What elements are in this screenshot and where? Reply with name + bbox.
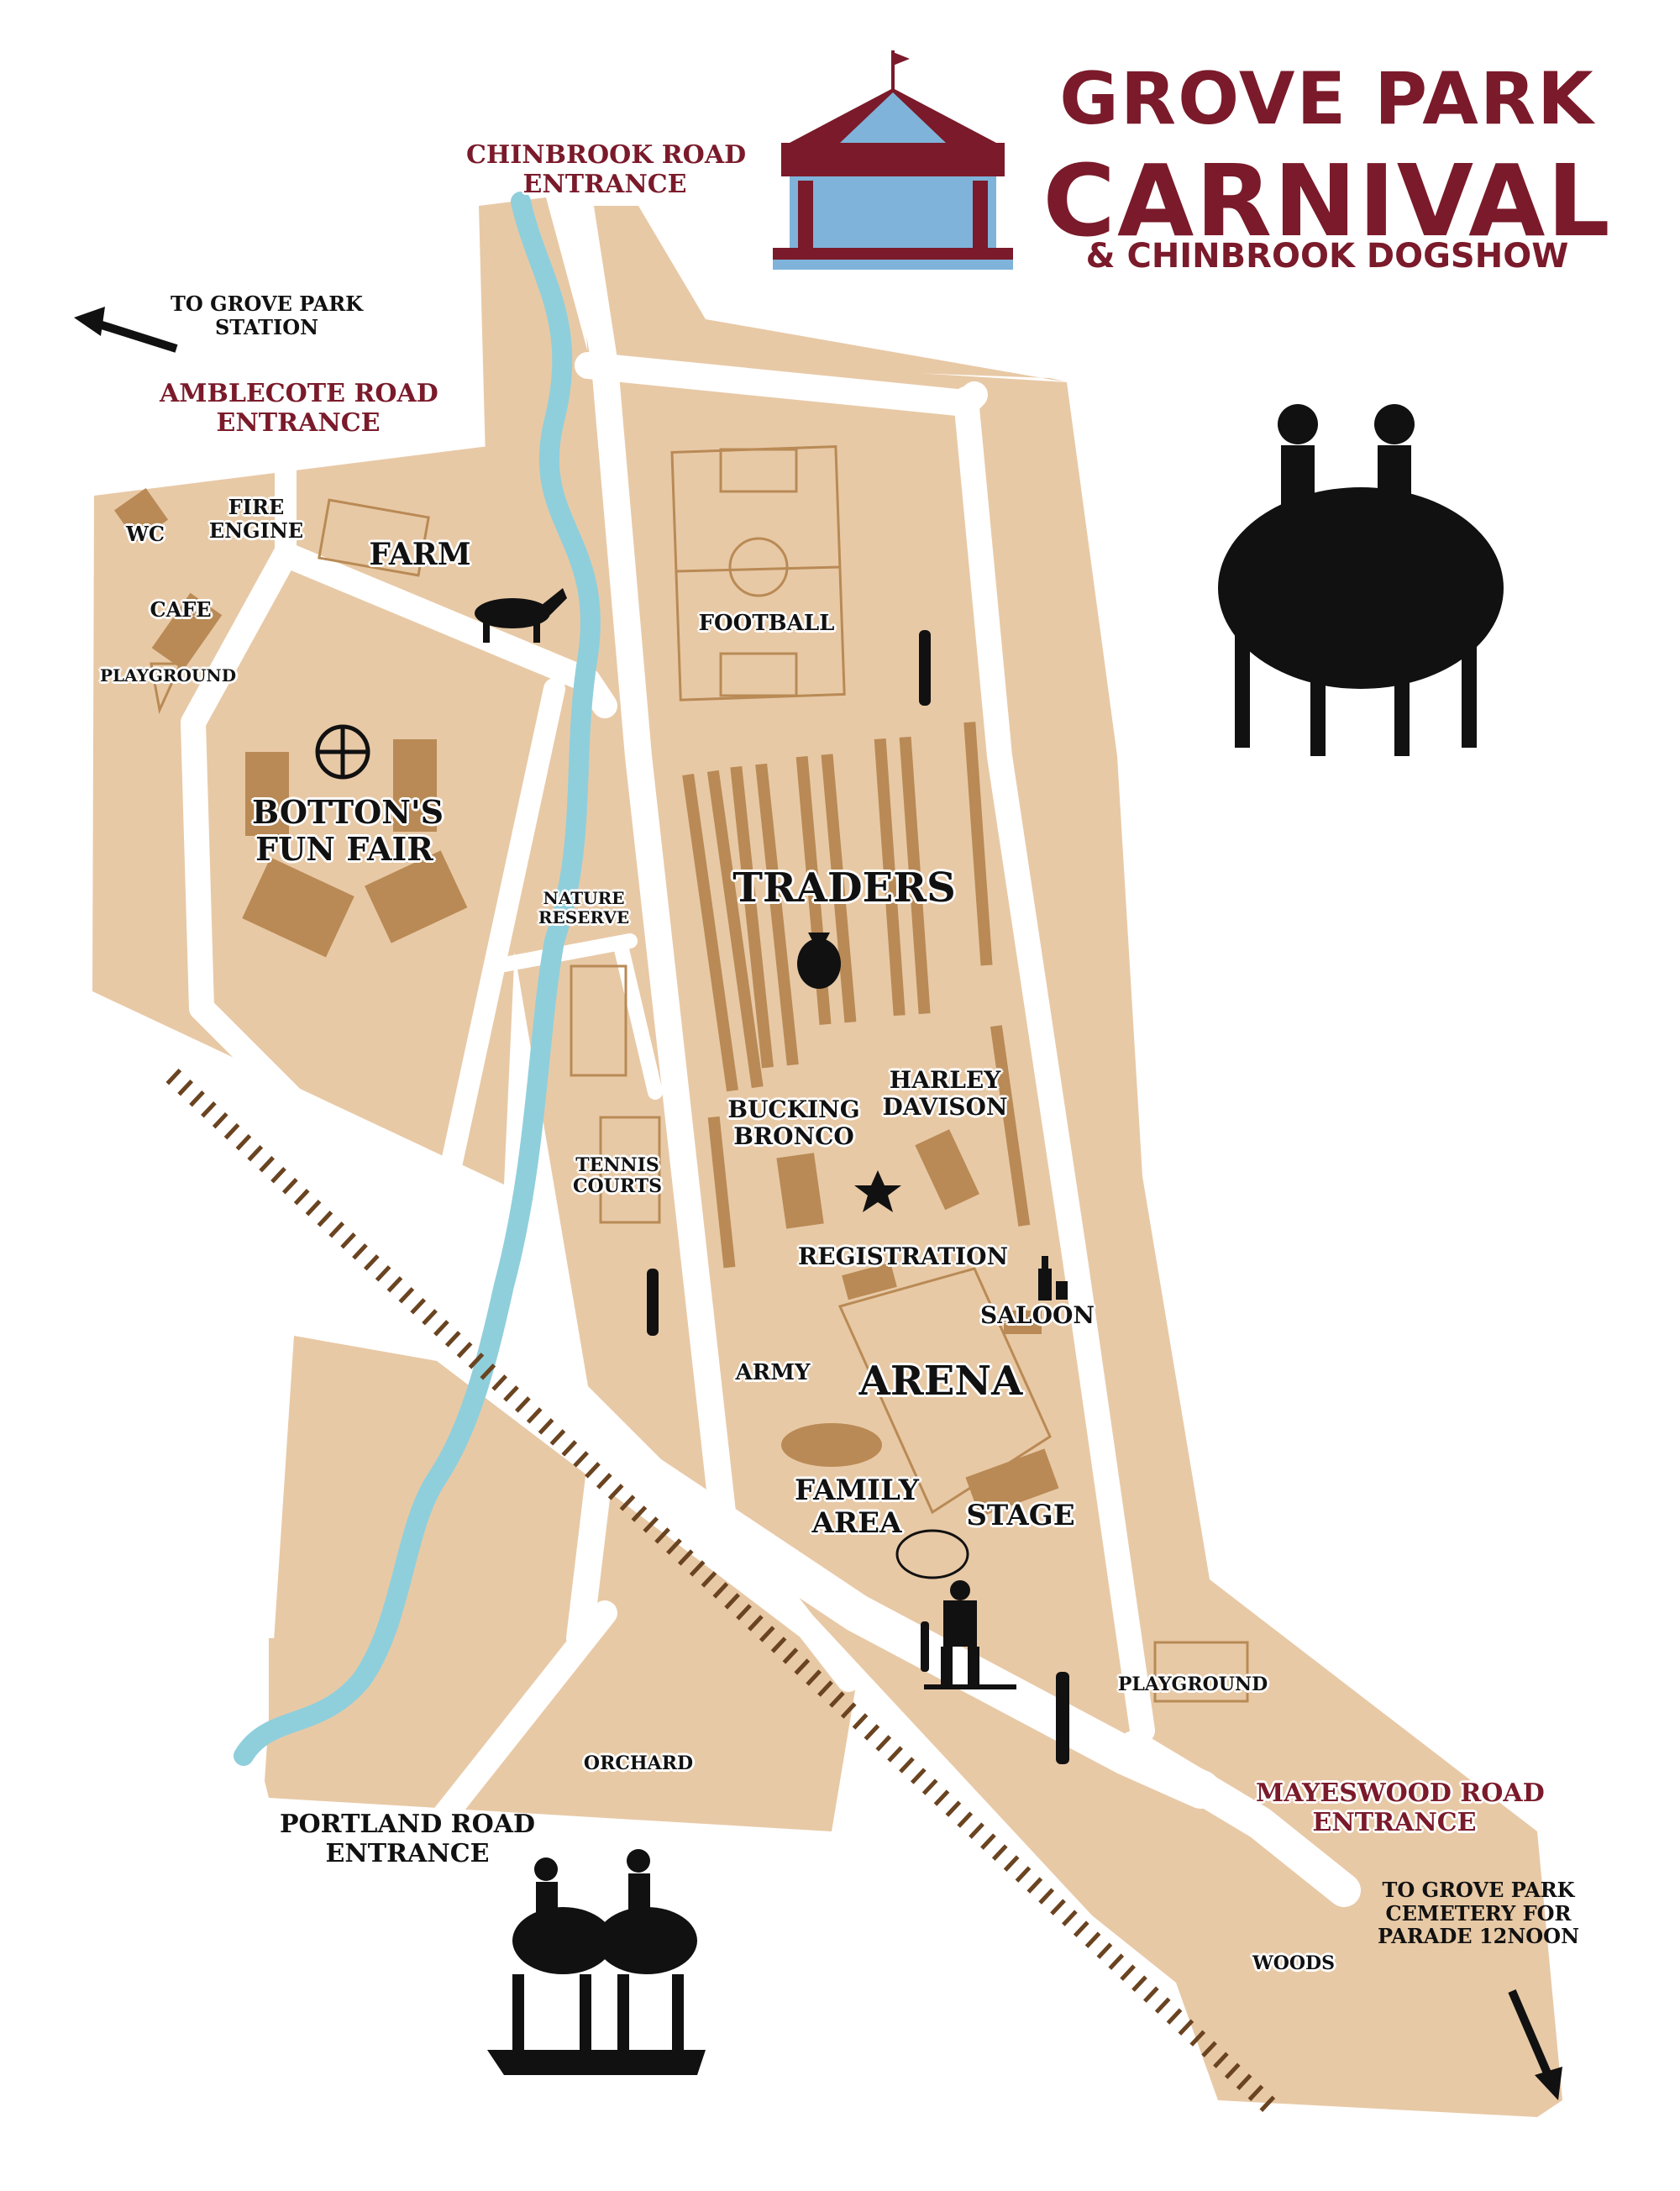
carousel-icon [773,50,1013,270]
football-pitch [670,445,846,701]
saloon-label: SALOON [979,1301,1095,1329]
cafe-label: CAFE [150,597,212,622]
orchard-label: ORCHARD [583,1752,694,1774]
army-label: ARMY [735,1360,811,1385]
saloon-bottle-icon [1038,1256,1068,1300]
horse-icon [475,588,567,643]
cowboys-silhouette-icon [487,1849,706,2075]
wc-label: WC [125,522,165,546]
money-bag-icon [797,933,841,989]
playground-se-label: PLAYGROUND [1117,1673,1268,1695]
title-line-1: GROVE PARK [1059,57,1595,141]
arrow-nw-icon [74,307,178,353]
sheriff-star-icon [854,1170,901,1212]
buildings [113,487,1059,1517]
woods-label: WOODS [1252,1952,1335,1974]
riders-icon [1218,404,1504,756]
outlined-zones [150,498,1249,1703]
stream [234,192,601,1766]
farm-label: FARM [369,537,471,572]
football-label: FOOTBALL [698,611,835,636]
stage-label: STAGE [966,1499,1075,1532]
title-line-3: & CHINBROOK DOGSHOW [1085,237,1569,276]
arrow-se-icon [1508,1989,1562,2100]
cactus-icon [647,630,1069,1764]
arena-label: ARENA [858,1358,1023,1405]
paths [132,188,1361,1907]
traders-label: TRADERS [732,864,956,912]
wheel-icon [315,724,370,780]
registration-label: REGISTRATION [798,1243,1009,1270]
playground-nw-label: PLAYGROUND [99,665,237,686]
title-line-2: CARNIVAL [1042,143,1612,259]
lasso-cowboy-icon [895,1529,1016,1689]
